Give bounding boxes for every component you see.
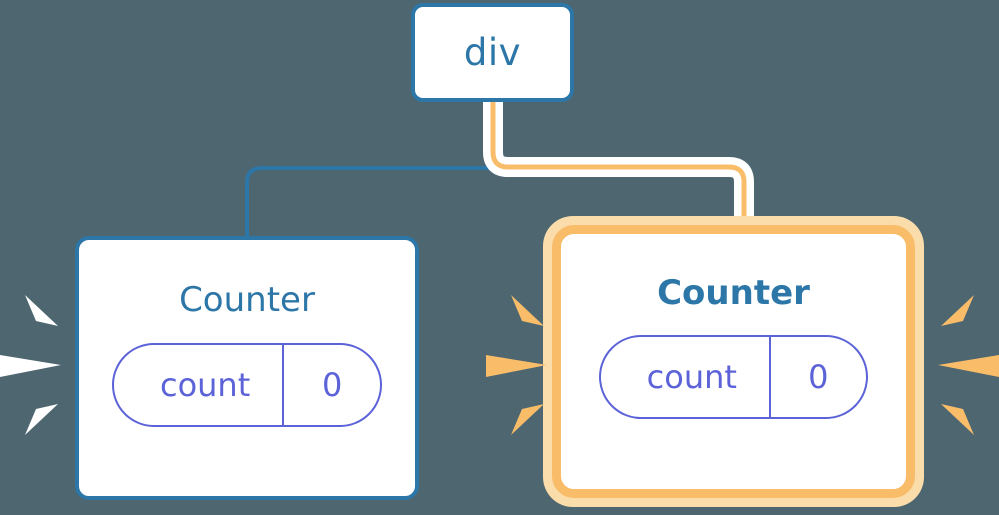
burst-mid-left-icon bbox=[486, 295, 547, 435]
burst-ray-lower bbox=[511, 404, 544, 435]
state-value-left: 0 bbox=[321, 366, 343, 404]
node-counter-left-label: Counter bbox=[179, 280, 315, 320]
burst-ray-middle bbox=[0, 355, 61, 377]
burst-ray-upper bbox=[25, 295, 58, 326]
burst-ray-lower bbox=[25, 404, 58, 435]
node-div-label: div bbox=[463, 31, 522, 74]
state-value-right: 0 bbox=[808, 358, 829, 396]
node-counter-right-highlight-glow: Counter count 0 bbox=[543, 216, 924, 507]
burst-far-right-icon bbox=[938, 295, 999, 435]
burst-ray-upper bbox=[941, 295, 974, 326]
state-pill-left: count 0 bbox=[112, 343, 382, 427]
node-counter-right-label: Counter bbox=[657, 273, 810, 313]
state-key-right: count bbox=[601, 337, 771, 417]
state-pill-right: count 0 bbox=[599, 335, 868, 419]
burst-ray-middle bbox=[938, 355, 999, 377]
burst-ray-middle bbox=[486, 355, 547, 377]
edge-root-to-left-counter bbox=[245, 101, 495, 240]
burst-ray-upper bbox=[511, 295, 544, 326]
burst-far-left-icon bbox=[0, 295, 61, 435]
state-key-left: count bbox=[114, 345, 285, 425]
node-counter-left[interactable]: Counter count 0 bbox=[75, 236, 419, 500]
node-counter-right[interactable]: Counter count 0 bbox=[552, 225, 915, 498]
burst-ray-lower bbox=[941, 404, 974, 435]
node-div[interactable]: div bbox=[411, 3, 574, 102]
